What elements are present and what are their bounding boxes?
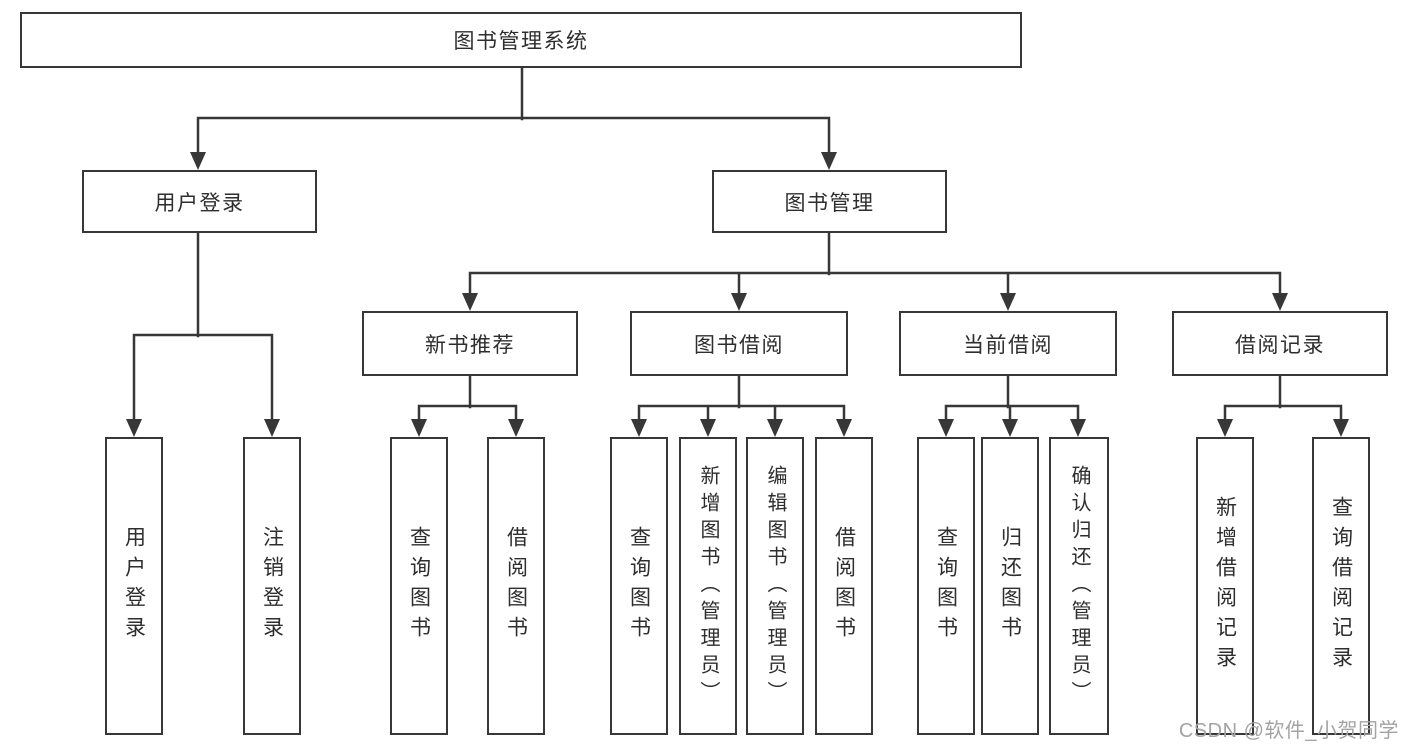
node-label: 借阅图书 [832, 526, 856, 646]
node-borrowing-records: 借阅记录 [1172, 311, 1388, 376]
node-book-borrowing: 图书借阅 [630, 311, 848, 376]
node-label: 新增借阅记录 [1213, 496, 1237, 676]
node-label: 查询借阅记录 [1329, 496, 1353, 676]
leaf-query-borrow-record: 查询借阅记录 [1312, 437, 1370, 735]
node-label: 图书借阅 [694, 333, 784, 357]
node-label: 查询图书 [407, 526, 431, 646]
node-label: 查询图书 [934, 526, 958, 646]
leaf-borrow-books-recommend: 借阅图书 [487, 437, 545, 735]
leaf-borrow-books-borrowing: 借阅图书 [815, 437, 873, 735]
node-label: 借阅图书 [504, 526, 528, 646]
leaf-add-borrow-record: 新增借阅记录 [1196, 437, 1254, 735]
leaf-logout: 注销登录 [243, 437, 301, 735]
node-current-borrowing: 当前借阅 [899, 311, 1117, 376]
node-library-management-system: 图书管理系统 [20, 12, 1022, 68]
node-label: 当前借阅 [963, 333, 1053, 357]
node-label: 编辑图书（管理员） [764, 464, 786, 708]
node-label: 用户登录 [122, 526, 146, 646]
node-user-login: 用户登录 [82, 170, 317, 233]
node-label: 图书管理系统 [453, 30, 589, 53]
node-label: 归还图书 [998, 526, 1022, 646]
node-label: 图书管理 [784, 191, 875, 215]
leaf-return-books: 归还图书 [981, 437, 1039, 735]
leaf-confirm-return-admin: 确认归还（管理员） [1049, 437, 1109, 735]
node-label: 借阅记录 [1235, 333, 1325, 357]
node-label: 用户登录 [154, 191, 245, 215]
node-label: 新增图书（管理员） [697, 464, 719, 708]
node-label: 注销登录 [260, 526, 284, 646]
leaf-query-books-borrowing: 查询图书 [610, 437, 668, 735]
node-new-book-recommendation: 新书推荐 [362, 311, 578, 376]
node-label: 新书推荐 [425, 333, 515, 357]
leaf-edit-books-admin: 编辑图书（管理员） [746, 437, 804, 735]
node-label: 查询图书 [627, 526, 651, 646]
leaf-query-books-recommend: 查询图书 [390, 437, 448, 735]
leaf-add-books-admin: 新增图书（管理员） [679, 437, 737, 735]
leaf-user-login: 用户登录 [105, 437, 163, 735]
leaf-query-books-current: 查询图书 [917, 437, 975, 735]
node-book-management: 图书管理 [712, 170, 947, 233]
node-label: 确认归还（管理员） [1068, 464, 1090, 708]
csdn-watermark: CSDN @软件_小贺同学 [1178, 720, 1399, 742]
